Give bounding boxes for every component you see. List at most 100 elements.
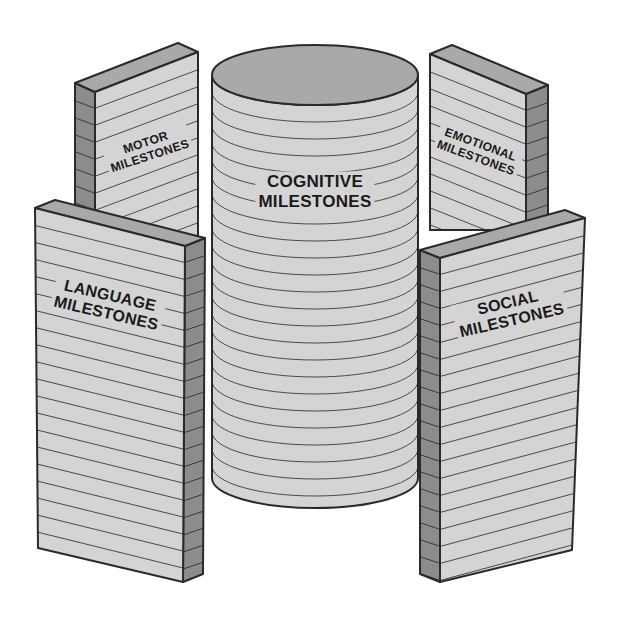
- stripe-line: [524, 136, 550, 145]
- stripe-line: [183, 323, 207, 331]
- stripe-line: [212, 449, 418, 479]
- stripe-line: [212, 126, 418, 156]
- stripe-line: [93, 86, 200, 126]
- face-outline: [35, 208, 185, 582]
- stripe-line: [438, 456, 587, 496]
- stripe-line: [33, 497, 187, 535]
- stripe-line: [183, 289, 207, 297]
- stripe-line: [73, 134, 97, 143]
- stripe-line: [212, 262, 418, 292]
- stripe-line: [524, 119, 550, 128]
- stripe-line: [438, 507, 587, 547]
- shape-group: [418, 210, 587, 585]
- stripe-line: [418, 267, 442, 275]
- stripe-line: [33, 361, 187, 399]
- stripe-line: [438, 439, 587, 479]
- stripe-line: [418, 522, 442, 530]
- stripe-line: [212, 330, 418, 360]
- stripe-line: [212, 313, 418, 343]
- stripe-line: [33, 480, 187, 518]
- shape-group: [33, 200, 207, 585]
- stripe-line: [418, 403, 442, 411]
- shape-group: [428, 45, 550, 233]
- milestone-slab: EMOTIONAL MILESTONES: [427, 42, 551, 233]
- shape-outline: [417, 207, 588, 585]
- stripe-line: [33, 514, 187, 552]
- stripe-line: [418, 437, 442, 445]
- stripe-line: [212, 432, 418, 462]
- stripe-line: [524, 102, 550, 111]
- stripe-line: [33, 225, 187, 263]
- stripe-line: [212, 279, 418, 309]
- stripe-line: [428, 88, 528, 128]
- stripe-line: [418, 301, 442, 309]
- shape-outline: [209, 42, 421, 511]
- stripe-line: [418, 471, 442, 479]
- stripe-line: [73, 100, 97, 109]
- stripe-line: [73, 117, 97, 126]
- stripe-line: [212, 228, 418, 258]
- stripe-line: [33, 446, 187, 484]
- stripe-line: [438, 388, 587, 428]
- cylinder-outline: [212, 75, 418, 508]
- shape-outline: [32, 197, 208, 585]
- face-outline: [430, 54, 526, 230]
- stripe-line: [418, 352, 442, 360]
- face-outline: [420, 250, 440, 582]
- stripe-line: [33, 429, 187, 467]
- stripe-line: [33, 531, 187, 569]
- stripe-line: [33, 565, 187, 585]
- stripe-line: [428, 71, 528, 111]
- face-outline: [440, 218, 585, 582]
- stripe-line: [73, 185, 97, 194]
- milestone-slab: LANGUAGE MILESTONES: [32, 197, 208, 585]
- stripe-line: [212, 109, 418, 139]
- stripe-line: [524, 204, 550, 213]
- stripe-line: [33, 548, 187, 585]
- stripe-line: [438, 354, 587, 394]
- stripe-group: [428, 71, 528, 233]
- stripe-line: [438, 405, 587, 445]
- stripe-line: [438, 490, 587, 530]
- stripe-line: [33, 344, 187, 382]
- stripe-line: [73, 151, 97, 160]
- stripe-line: [418, 284, 442, 292]
- stripe-line: [418, 420, 442, 428]
- stripe-line: [93, 171, 200, 211]
- stripe-line: [33, 582, 187, 585]
- stripe-group: [524, 102, 550, 233]
- stripe-group: [33, 225, 187, 585]
- stripe-line: [438, 524, 587, 564]
- stripe-group: [438, 235, 587, 585]
- stripe-line: [438, 558, 587, 585]
- stripe-line: [438, 252, 587, 292]
- milestone-slab: SOCIAL MILESTONES: [417, 207, 588, 585]
- stripe-line: [183, 272, 207, 280]
- milestone-label: COGNITIVE MILESTONES: [255, 171, 374, 212]
- stripe-group: [418, 267, 442, 585]
- stripe-line: [212, 347, 418, 377]
- stripe-line: [73, 168, 97, 177]
- stripe-line: [212, 415, 418, 445]
- stripe-line: [33, 412, 187, 450]
- stripe-line: [418, 454, 442, 462]
- stripe-line: [93, 69, 200, 109]
- stripe-line: [418, 505, 442, 513]
- stripe-line: [438, 422, 587, 462]
- stripe-line: [33, 378, 187, 416]
- cylinder-top: [212, 45, 418, 105]
- stripe-line: [438, 235, 587, 275]
- stripe-line: [212, 364, 418, 394]
- stripe-line: [418, 386, 442, 394]
- stripe-line: [33, 463, 187, 501]
- slab-front: [35, 208, 185, 582]
- stripe-line: [212, 466, 418, 496]
- stripe-line: [524, 187, 550, 196]
- stripe-line: [183, 306, 207, 314]
- stripe-line: [183, 255, 207, 263]
- face-outline: [526, 85, 548, 230]
- stripe-line: [418, 335, 442, 343]
- stripe-line: [418, 488, 442, 496]
- stripe-line: [212, 143, 418, 173]
